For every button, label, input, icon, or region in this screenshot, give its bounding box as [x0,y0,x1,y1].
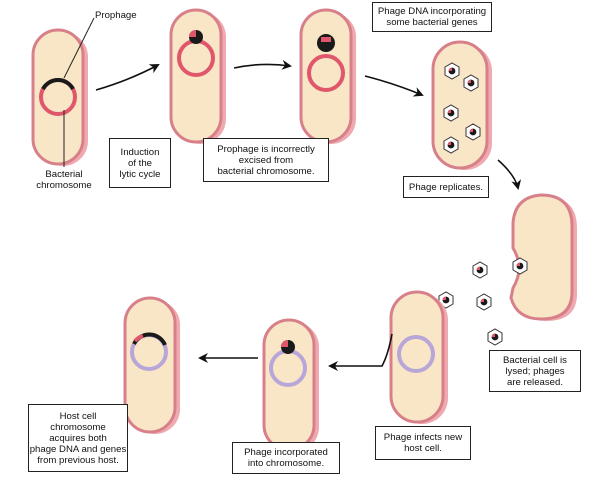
caption-phage-dna-incorporating: Phage DNA incorporating some bacterial g… [372,2,492,32]
caption-cell-lysed: Bacterial cell is lysed; phages are rele… [489,350,581,392]
phage-particle [476,293,492,311]
caption-phage-infects: Phage infects new host cell. [375,426,471,460]
caption-incorrect-excision: Prophage is incorrectly excised from bac… [203,138,329,182]
phage-particle [487,328,503,346]
phage-particle [443,136,459,154]
cell-4 [431,40,492,170]
phage-particle [512,257,528,275]
arrow-2 [233,59,292,70]
phage-particle [443,104,459,122]
cell-3 [299,8,356,144]
phage-particle [463,74,479,92]
arrow-5 [328,333,393,371]
cell-2 [169,8,226,144]
cell-1 [31,28,88,166]
phage-particle [444,62,460,80]
caption-host-acquires: Host cell chromosome acquires both phage… [28,404,128,472]
prophage-dna [41,78,75,91]
arrow-1 [95,64,160,91]
prophage-label: Prophage [95,10,137,21]
process-arrows [95,59,522,371]
prophage-leader [63,17,95,79]
phage-particle [472,261,488,279]
arrow-4 [497,159,522,190]
cell-8 [123,296,180,434]
cell-5-lysed [509,193,577,321]
bacterial-chromosome-label: Bacterial chromosome [36,169,92,191]
phage-particle [465,123,481,141]
arrow-3 [364,75,424,97]
caption-phage-replicates: Phage replicates. [403,176,489,198]
cell-7 [262,318,319,452]
caption-induction: Induction of the lytic cycle [109,138,171,188]
cell-6 [389,290,448,424]
caption-phage-incorporated: Phage incorporated into chromosome. [232,442,340,474]
